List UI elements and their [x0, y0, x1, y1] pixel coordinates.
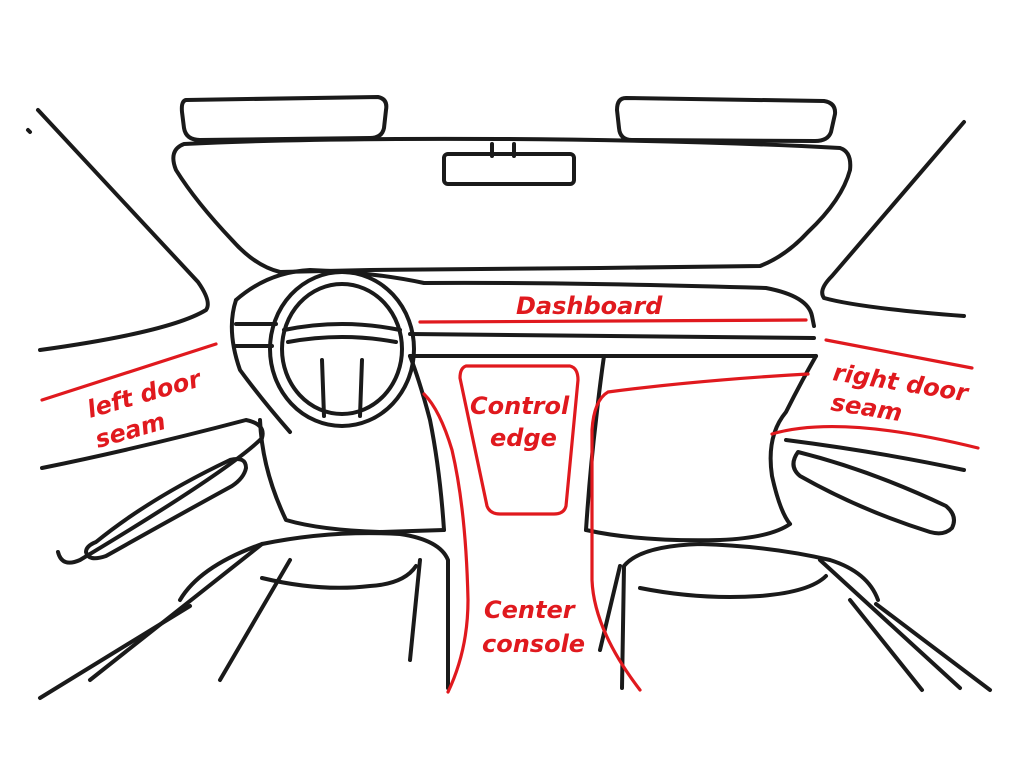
console-right-light: [590, 372, 810, 692]
rear-view-mirror: [442, 152, 576, 186]
center-console-label-line2: console: [482, 630, 585, 658]
interior-line-art: [26, 95, 992, 700]
dashboard-label: Dashboard: [516, 292, 663, 320]
left-sun-visor: [179, 95, 389, 142]
right-door-handle: [791, 450, 956, 536]
control-edge-label-line2: edge: [490, 424, 557, 452]
windshield: [171, 136, 853, 274]
left-seat-back: [260, 564, 418, 590]
right-seat: [620, 542, 880, 690]
dashboard-top-edge: [234, 268, 816, 328]
left-seat-side: [88, 542, 422, 682]
console-right-wall: [584, 354, 606, 532]
driver-fascia-bar: [234, 322, 278, 348]
driver-fascia: [229, 298, 292, 434]
right-floor-line: [874, 602, 992, 692]
right-a-pillar: [820, 120, 966, 318]
right-door-panel: [784, 438, 966, 472]
right-door-seam-line-2: [770, 425, 980, 450]
console-left-wall: [408, 354, 446, 532]
control-edge-label-line1: Control: [470, 392, 570, 420]
right-dash-side: [768, 354, 818, 526]
right-door-seam-line-1: [824, 338, 974, 370]
left-door-handle: [84, 457, 248, 561]
console-left-light: [422, 392, 470, 694]
left-door-panel: [40, 418, 265, 565]
left-floor-line: [38, 604, 192, 700]
right-seat-side: [598, 558, 962, 692]
center-console-label-line1: Center: [484, 596, 577, 624]
ambient-light-highlights: [40, 318, 980, 694]
right-seat-back: [638, 574, 828, 599]
left-a-pillar: [36, 108, 210, 352]
dashboard-light-line: [418, 318, 808, 324]
left-door-top: [26, 128, 32, 134]
left-seat: [178, 531, 450, 690]
dashboard-mid-edge: [408, 332, 816, 340]
left-lower-dash: [258, 418, 446, 534]
steering-wheel: [268, 270, 416, 428]
right-sun-visor: [615, 96, 838, 143]
control-edge-outline: [458, 364, 580, 516]
right-lower-dash: [584, 522, 792, 543]
left-door-seam-line: [40, 342, 218, 402]
